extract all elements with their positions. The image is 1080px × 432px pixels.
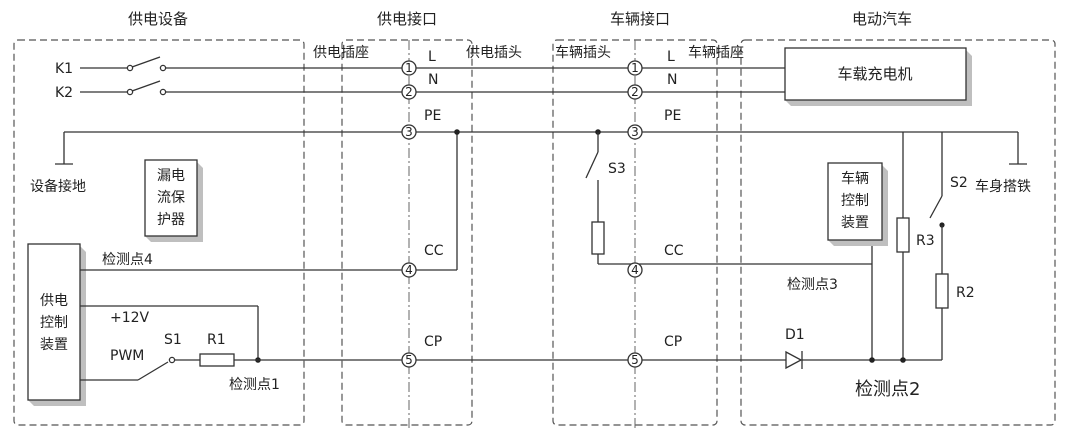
supply-controller-label-line2: 控制 — [40, 315, 68, 331]
label-CC-vehicle: CC — [664, 243, 684, 259]
label-PE-supply: PE — [424, 108, 441, 124]
pin-2-supply — [401, 84, 417, 100]
pin-1-supply-label: 1 — [405, 61, 413, 75]
onboard-charger-box — [784, 47, 967, 101]
switch-K1-blade — [131, 56, 161, 68]
pin-4-supply — [401, 262, 417, 278]
pin-2-supply-label: 2 — [405, 85, 413, 99]
vehicle-controller-label-line1: 车辆 — [841, 170, 869, 187]
label-body-ground: 车身搭铁 — [975, 178, 1031, 195]
label-vehicle-socket: 车辆插座 — [688, 44, 744, 61]
pin-2-vehicle-label: 2 — [631, 85, 639, 99]
label-CP-supply: CP — [424, 334, 442, 350]
pin-3-supply — [401, 124, 417, 140]
onboard-charger-label: 车载充电机 — [837, 65, 912, 83]
vehicle-pins: 1 2 3 4 5 — [627, 60, 643, 368]
pin-5-supply — [401, 352, 417, 368]
vehicle-controller-label-line2: 控制 — [841, 193, 869, 209]
switch-K2-contact — [126, 88, 134, 96]
label-test-point-4: 检测点4 — [102, 252, 153, 268]
label-K2: K2 — [55, 85, 73, 101]
label-N-vehicle: N — [667, 72, 677, 88]
section-title-supply-interface: 供电接口 — [377, 10, 437, 28]
label-vehicle-plug: 车辆插头 — [555, 44, 611, 61]
rcd-label-line2: 流保 — [157, 190, 185, 206]
pin-5-vehicle — [627, 352, 643, 368]
pin-4-vehicle — [627, 262, 643, 278]
pin-1-vehicle-label: 1 — [631, 61, 639, 75]
label-PWM: PWM — [110, 348, 144, 364]
electric-vehicle-box — [740, 39, 1056, 426]
pin-1-vehicle — [627, 60, 643, 76]
switch-S2-blade — [929, 195, 943, 219]
switch-K2-blade — [131, 80, 161, 92]
supply-interface-box — [341, 39, 473, 426]
junction-CP-R3 — [900, 357, 906, 363]
label-test-point-2: 检测点2 — [855, 379, 920, 400]
label-CP-vehicle: CP — [664, 334, 682, 350]
pin-3-supply-label: 3 — [405, 125, 413, 139]
label-supply-socket: 供电插座 — [313, 45, 369, 61]
label-supply-plug: 供电插头 — [466, 45, 522, 61]
label-S1: S1 — [164, 332, 182, 348]
label-K1: K1 — [55, 61, 73, 77]
pin-2-vehicle — [627, 84, 643, 100]
label-equipment-ground: 设备接地 — [30, 178, 86, 195]
switch-S3-blade — [585, 151, 599, 179]
supply-equipment-box — [13, 39, 305, 426]
rcd-label-line3: 护器 — [157, 212, 185, 228]
switch-S1-blade — [137, 361, 169, 381]
label-L-supply: L — [428, 49, 436, 65]
junction-PE-supply — [454, 129, 460, 135]
switch-K1-contact — [126, 64, 134, 72]
label-L-vehicle: L — [667, 49, 675, 65]
vehicle-controller-label-line3: 装置 — [841, 215, 869, 231]
label-S3: S3 — [608, 161, 626, 177]
label-test-point-3: 检测点3 — [787, 277, 838, 293]
resistor-RC — [591, 221, 605, 255]
vehicle-controller-box — [827, 162, 883, 241]
label-test-point-1: 检测点1 — [229, 377, 280, 393]
pin-1-supply — [401, 60, 417, 76]
pin-5-supply-label: 5 — [405, 353, 413, 367]
label-CC-supply: CC — [424, 243, 444, 259]
label-plus12v: +12V — [110, 310, 150, 326]
rcd-box — [144, 159, 198, 237]
label-R2: R2 — [956, 285, 975, 301]
section-title-electric-vehicle: 电动汽车 — [852, 10, 912, 28]
switch-K2-contact-right — [159, 88, 167, 96]
pin-5-vehicle-label: 5 — [631, 353, 639, 367]
supply-controller-box — [27, 243, 81, 401]
section-title-supply-equipment: 供电设备 — [128, 10, 188, 28]
label-R1: R1 — [207, 332, 226, 348]
label-PE-vehicle: PE — [664, 108, 681, 124]
resistor-R2 — [935, 273, 949, 309]
resistor-R1 — [199, 353, 235, 367]
pin-3-vehicle-label: 3 — [631, 125, 639, 139]
rcd-label-line1: 漏电 — [157, 168, 185, 184]
label-D1: D1 — [785, 327, 805, 343]
label-R3: R3 — [916, 233, 935, 249]
supply-controller-label-line3: 装置 — [40, 337, 68, 353]
diode-D1 — [785, 350, 803, 370]
junction-CP-controller — [869, 357, 875, 363]
section-title-vehicle-interface: 车辆接口 — [610, 10, 670, 28]
supply-pins: 1 2 3 4 5 — [401, 60, 417, 368]
label-S2: S2 — [950, 175, 968, 191]
switch-K1-contact-right — [159, 64, 167, 72]
switch-S1-contact — [168, 356, 176, 364]
pin-4-vehicle-label: 4 — [631, 263, 639, 277]
supply-controller-label-line1: 供电 — [40, 293, 68, 309]
resistor-R3 — [896, 217, 910, 253]
pin-4-supply-label: 4 — [405, 263, 413, 277]
label-N-supply: N — [428, 72, 438, 88]
pin-3-vehicle — [627, 124, 643, 140]
